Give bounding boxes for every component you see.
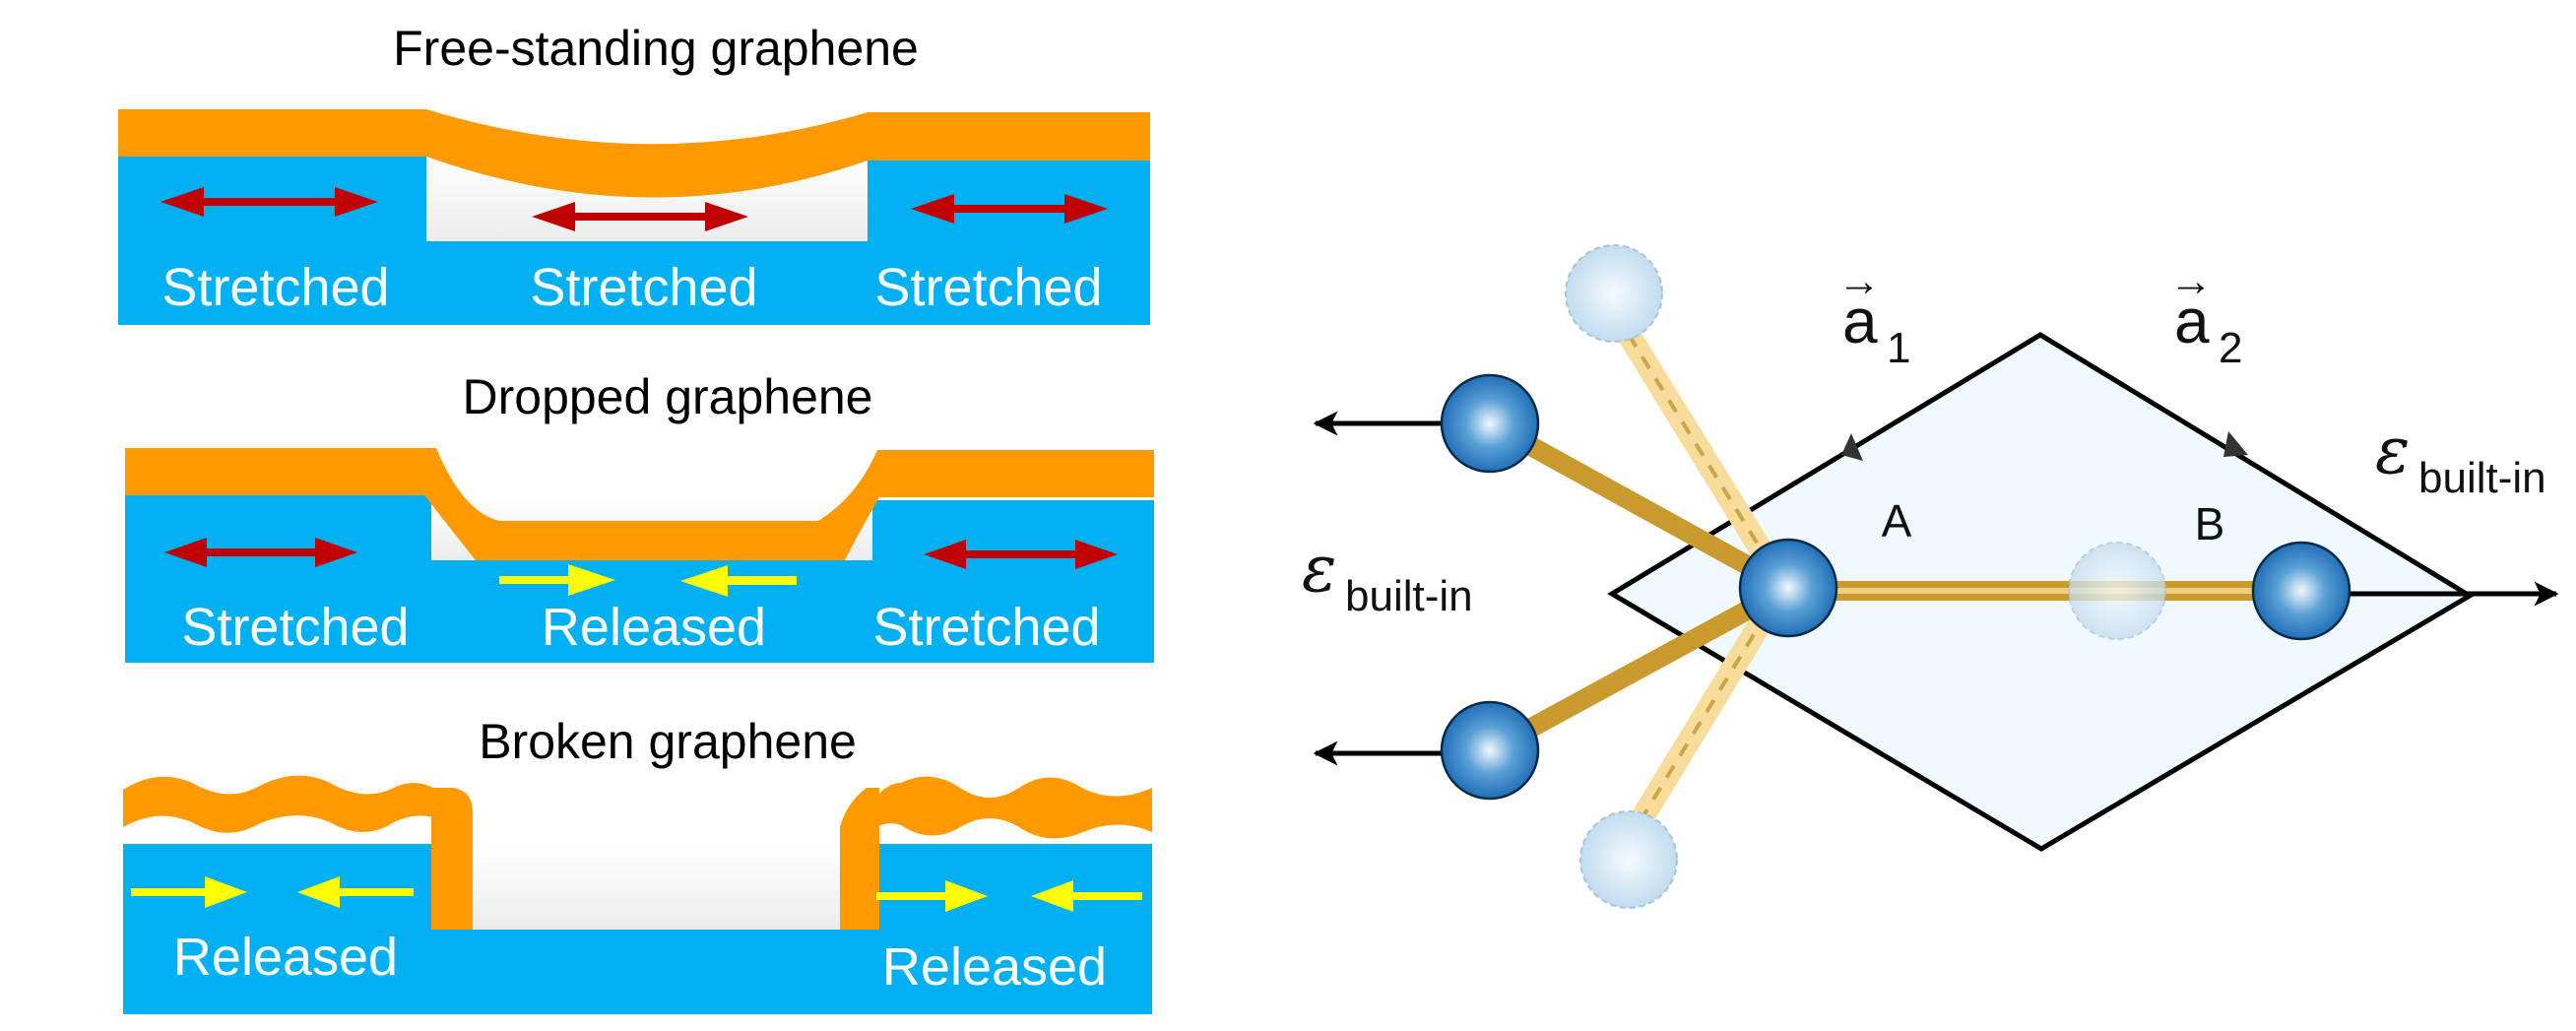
substrate	[125, 495, 1154, 663]
graphene-sheet	[118, 109, 1150, 198]
strain-label-left: ε built-in	[1302, 531, 1473, 620]
strain-label-right: ε built-in	[2375, 413, 2546, 502]
strain-label: Released	[882, 937, 1107, 997]
bond	[1480, 578, 1798, 760]
stretch-arrow	[911, 194, 1108, 224]
vector-a2-label: → a 2	[2169, 257, 2242, 372]
panel-dropped: Dropped graphene Stretched Released Stre…	[125, 369, 1154, 663]
trench	[431, 844, 867, 930]
atom	[1440, 373, 1540, 474]
vector-arrow-symbol: →	[1837, 257, 1881, 305]
vector-a1-label: → a 1	[1837, 257, 1910, 372]
atom-site-b	[2251, 541, 2351, 641]
vector-a2-arrowhead	[2223, 431, 2248, 457]
atom	[1440, 700, 1540, 801]
bond	[1480, 414, 1798, 598]
ghost-atom	[1565, 244, 1663, 343]
site-label-b: B	[2195, 498, 2225, 549]
release-arrow	[499, 564, 615, 596]
release-arrow	[876, 880, 988, 912]
graphene-sheet	[125, 448, 1154, 560]
graphene-edge	[840, 788, 879, 930]
panel-title: Broken graphene	[479, 714, 857, 769]
strain-subscript: built-in	[2418, 454, 2546, 502]
strain-subscript: built-in	[1345, 572, 1473, 620]
strain-label: Stretched	[872, 598, 1100, 657]
release-arrow	[1031, 880, 1142, 912]
panel-title: Free-standing graphene	[393, 21, 919, 76]
vector-symbol: a	[2174, 286, 2210, 356]
ghost-bond	[1641, 589, 1782, 819]
ghost-bond	[1627, 333, 1782, 583]
ghost-atom	[1579, 810, 1678, 909]
vector-arrow-symbol: →	[2169, 257, 2213, 305]
strain-label: Stretched	[874, 258, 1102, 317]
graphene-edge	[431, 788, 473, 930]
strain-label: Released	[542, 598, 766, 657]
ghost-atom	[2068, 542, 2166, 640]
vector-symbol: a	[1842, 286, 1878, 356]
strain-label: Stretched	[161, 258, 389, 317]
wrinkled-graphene	[123, 775, 433, 833]
stretch-arrow	[164, 538, 357, 567]
release-arrow	[680, 565, 797, 597]
substrate	[118, 157, 1150, 325]
vector-subscript: 2	[2219, 324, 2242, 372]
strain-label: Stretched	[530, 258, 757, 317]
stretch-arrow	[161, 187, 378, 217]
strain-label: Released	[173, 928, 398, 987]
site-label-a: A	[1882, 495, 1912, 547]
stretch-arrow	[532, 202, 748, 231]
vector-subscript: 1	[1887, 324, 1910, 372]
atom-site-a	[1738, 538, 1838, 638]
strain-symbol: ε	[2375, 413, 2410, 488]
panel-free-standing: Free-standing graphene Stretched Stretch…	[118, 21, 1150, 325]
strain-symbol: ε	[1302, 531, 1336, 607]
substrate	[123, 844, 1152, 1014]
strain-label: Stretched	[181, 598, 409, 657]
vector-a1-arrowhead	[1841, 433, 1863, 461]
release-arrow	[297, 876, 414, 908]
lattice-diagram: A B → a 1 → a 2 ε built-in ε built-in	[1302, 244, 2559, 909]
release-arrow	[131, 876, 247, 908]
wrinkled-graphene	[862, 776, 1152, 839]
panel-broken: Broken graphene Released Released	[123, 714, 1152, 1014]
panel-title: Dropped graphene	[463, 369, 873, 424]
stretch-arrow	[924, 540, 1118, 569]
